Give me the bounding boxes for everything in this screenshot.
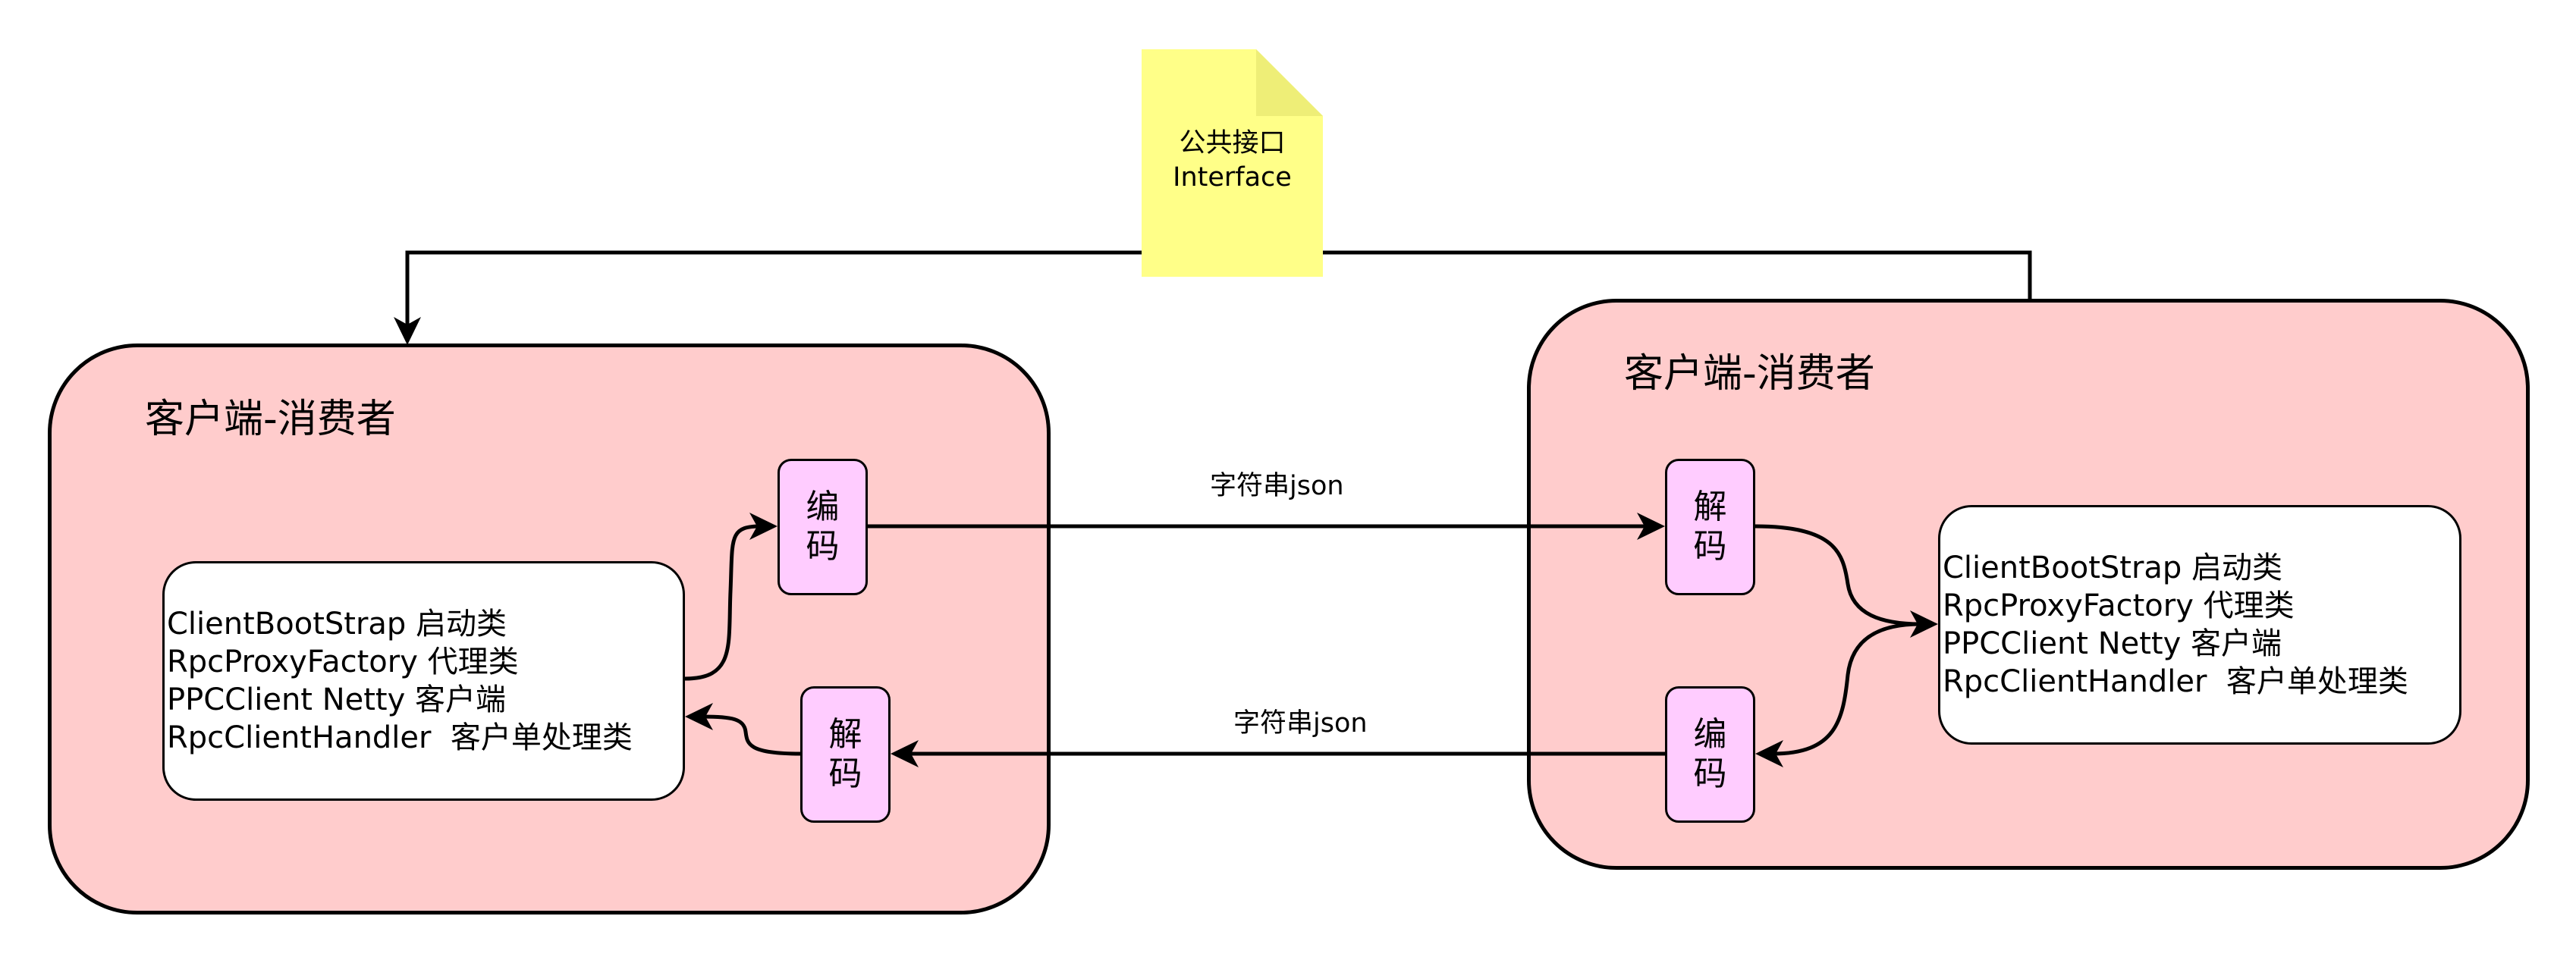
codec-char: 码 [1693, 755, 1727, 793]
class-item: PPCClient Netty 客户端 [167, 682, 506, 717]
encoder-to-decoder-return-arrowhead [891, 740, 919, 767]
interface-note-fold [1256, 49, 1323, 116]
right-decoder-box: 解 码 [1665, 459, 1755, 595]
class-item: ClientBootStrap 启动类 [167, 607, 507, 642]
class-item: RpcProxyFactory 代理类 [167, 645, 519, 679]
left-class-box: ClientBootStrap 启动类 RpcProxyFactory 代理类 … [162, 561, 685, 801]
left-encoder-box: 编 码 [778, 459, 868, 595]
left-decoder-box: 解 码 [800, 686, 891, 823]
class-item: RpcClientHandler 客户单处理类 [167, 720, 633, 755]
left-class-to-encoder-edge [684, 524, 762, 681]
codec-char: 编 [1693, 715, 1727, 754]
class-item: PPCClient Netty 客户端 [1943, 626, 2282, 661]
class-item: ClientBootStrap 启动类 [1943, 551, 2283, 585]
note-line: 公共接口 [1179, 128, 1286, 158]
right-encoder-arrowhead [1755, 740, 1783, 767]
codec-char: 编 [806, 488, 840, 526]
codec-char: 码 [828, 755, 862, 793]
interface-link-arrowhead [394, 317, 421, 345]
class-item: RpcProxyFactory 代理类 [1943, 588, 2295, 623]
right-class-to-encoder-edge [1772, 622, 1921, 756]
right-encoder-box: 编 码 [1665, 686, 1755, 823]
left-encoder-arrowhead [749, 513, 778, 540]
codec-char: 码 [806, 527, 840, 566]
interface-note-text: 公共接口 Interface [1142, 127, 1323, 195]
bottom-edge-label: 字符串json [1233, 708, 1368, 739]
codec-char: 解 [1693, 488, 1727, 526]
encoder-to-decoder-arrowhead [1637, 513, 1665, 540]
right-class-box: ClientBootStrap 启动类 RpcProxyFactory 代理类 … [1938, 505, 2461, 745]
right-container-title: 客户端-消费者 [1624, 351, 1875, 397]
note-line: Interface [1173, 162, 1292, 193]
codec-char: 解 [828, 715, 862, 754]
left-container-title: 客户端-消费者 [145, 397, 396, 442]
class-item: RpcClientHandler 客户单处理类 [1943, 664, 2408, 699]
top-edge-label: 字符串json [1210, 471, 1344, 501]
left-decoder-to-class-edge [702, 714, 801, 756]
right-class-arrowhead [1910, 610, 1938, 638]
codec-char: 码 [1693, 527, 1727, 566]
left-class-arrowhead [685, 703, 713, 730]
right-decoder-to-class-edge [1755, 524, 1921, 626]
